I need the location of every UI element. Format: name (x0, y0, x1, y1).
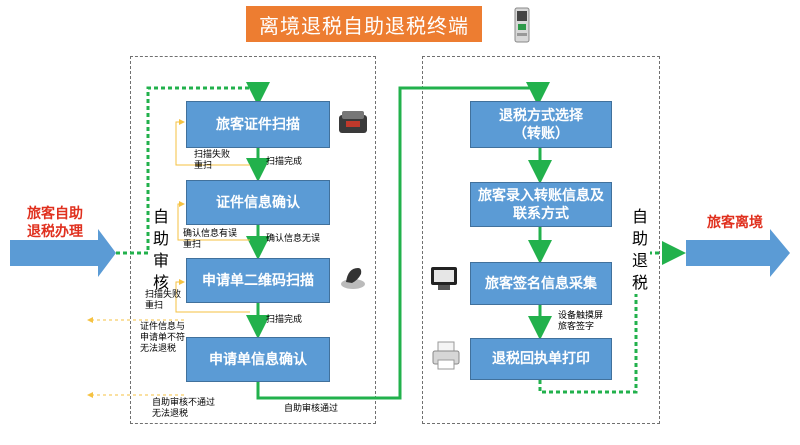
self-audit-label: 自 助 审 核 (151, 206, 171, 294)
signature-pad-icon (428, 264, 460, 298)
exit-big-arrow (686, 229, 790, 277)
self-refund-group (422, 56, 660, 424)
qr-done-label: 扫描完成 (266, 315, 303, 325)
scan-fail-label: 扫描失败 重扫 (194, 150, 231, 171)
mismatch-label: 证件信息与 申请单不符 无法退税 (140, 322, 186, 354)
touchscreen-label: 设备触摸屏 旅客签字 (558, 311, 604, 332)
step-application-confirm: 申请单信息确认 (186, 337, 330, 382)
info-error-label: 确认信息有误 重扫 (183, 229, 238, 250)
entry-big-arrow (10, 229, 116, 277)
passport-scanner-icon (336, 105, 370, 143)
audit-pass-path (256, 82, 550, 400)
step-refund-method: 退税方式选择 （转账） (470, 101, 612, 148)
self-refund-label: 自 助 退 税 (630, 206, 650, 294)
exit-dotted-path (538, 241, 686, 394)
entry-dotted-path (116, 82, 270, 255)
entry-label: 旅客自助 退税办理 (27, 206, 83, 240)
audit-fail-label: 自助审核不通过 无法退税 (152, 398, 216, 419)
qr-fail-label: 扫描失败 重扫 (145, 290, 182, 311)
kiosk-icon (509, 6, 535, 44)
step-passport-scan: 旅客证件扫描 (186, 101, 330, 148)
self-audit-group (130, 56, 376, 424)
page-title: 离境退税自助退税终端 (246, 6, 482, 42)
qr-scanner-icon (338, 262, 368, 296)
printer-icon (430, 340, 462, 376)
step-receipt-print: 退税回执单打印 (470, 338, 612, 380)
info-ok-label: 确认信息无误 (266, 234, 321, 244)
scan-done-label: 扫描完成 (266, 157, 303, 167)
step-transfer-info: 旅客录入转账信息及 联系方式 (470, 182, 612, 227)
audit-pass-label: 自助审核通过 (284, 404, 339, 414)
step-signature: 旅客签名信息采集 (470, 262, 612, 305)
step-id-info-confirm: 证件信息确认 (186, 180, 330, 225)
exit-label: 旅客离境 (707, 215, 763, 231)
step-qr-scan: 申请单二维码扫描 (186, 258, 330, 303)
